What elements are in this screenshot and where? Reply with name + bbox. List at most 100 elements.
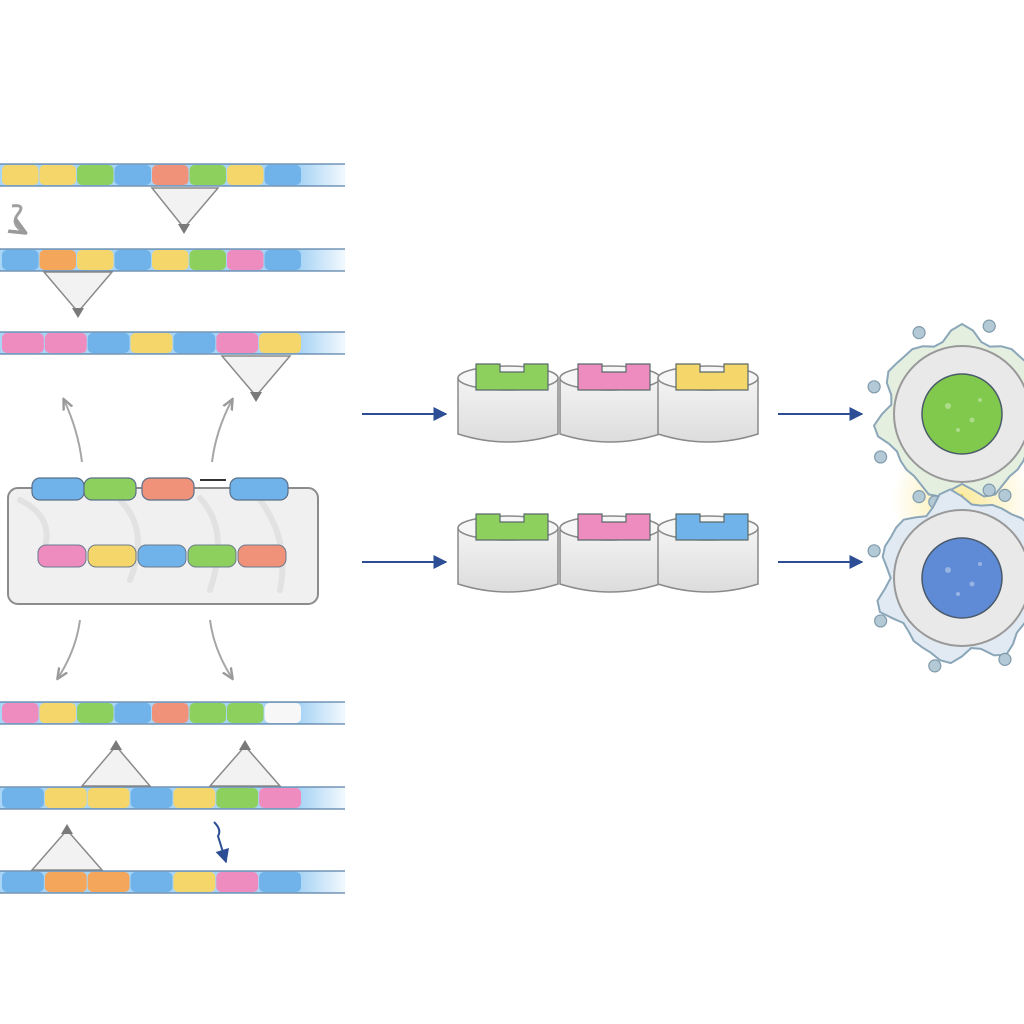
cut-site-marker — [61, 824, 73, 834]
fragment-pill — [141, 477, 195, 501]
cut-site-marker — [178, 224, 190, 234]
strand-segment — [39, 703, 76, 723]
strand-segment — [39, 250, 76, 270]
strand-segment — [39, 165, 76, 185]
top-cut-sites — [42, 187, 292, 402]
strand-segment — [259, 333, 301, 353]
cell-protrusion — [874, 614, 888, 628]
strand-fade — [300, 332, 345, 354]
strand-segment — [130, 872, 173, 892]
block — [457, 363, 559, 443]
strand-segment — [130, 333, 173, 353]
strand-segment — [264, 165, 301, 185]
strand-segment — [2, 788, 44, 808]
arrow-down-left — [58, 619, 81, 678]
cell — [867, 483, 1024, 673]
block-body — [657, 527, 759, 593]
fragment-pill — [31, 477, 85, 501]
nucleus-speck — [978, 562, 982, 566]
strand-segment — [152, 165, 189, 185]
strand-fade — [300, 249, 345, 271]
cell-protrusion — [912, 490, 926, 504]
cell-nucleus — [921, 373, 1003, 455]
strand-segment — [189, 250, 226, 270]
block-tab — [475, 513, 549, 541]
strand-segment — [2, 703, 39, 723]
strand-segment — [114, 703, 151, 723]
dna-strand — [0, 163, 345, 187]
bottom-cut-sites — [30, 740, 282, 871]
pool-texture — [17, 495, 286, 593]
strand-segment — [114, 165, 151, 185]
strand-fade — [300, 787, 345, 809]
dna-strand — [0, 786, 345, 810]
cut-site-triangle — [150, 187, 220, 230]
strand-segment — [44, 872, 87, 892]
dna-strand — [0, 870, 345, 894]
cut-site-marker — [239, 740, 251, 750]
fragment-pill — [237, 544, 287, 568]
strand-fade — [300, 164, 345, 186]
strand-segment — [264, 703, 301, 723]
dna-strand — [0, 248, 345, 272]
block-tab — [675, 363, 749, 391]
block — [559, 513, 661, 593]
block-row — [457, 363, 759, 443]
fragment-pill — [87, 544, 137, 568]
strand-segment — [189, 165, 226, 185]
cell-nucleus — [921, 537, 1003, 619]
block-row — [457, 513, 759, 593]
pool-inner-fragments — [37, 544, 287, 568]
block — [559, 363, 661, 443]
strand-segment — [87, 872, 130, 892]
block — [657, 363, 759, 443]
cut-site-triangle — [42, 271, 114, 314]
cell-protrusion — [874, 450, 888, 464]
nucleus-speck — [956, 428, 960, 432]
nucleus-speck — [956, 592, 960, 596]
strand-segment — [2, 872, 44, 892]
strand-segment — [173, 333, 216, 353]
strand-segment — [216, 788, 259, 808]
strand-segment — [130, 788, 173, 808]
down-arrow-icon — [213, 821, 229, 864]
cut-site-marker — [72, 308, 84, 318]
strand-segment — [77, 165, 114, 185]
nucleus-speck — [969, 581, 975, 587]
strand-segment — [114, 250, 151, 270]
block-body — [457, 377, 559, 443]
cell-protrusion — [982, 319, 996, 333]
fragment-pill — [83, 477, 137, 501]
cut-site-triangle — [220, 355, 292, 398]
nucleus-speck — [978, 398, 982, 402]
arrow-down-right — [209, 619, 232, 678]
strand-segment — [227, 250, 264, 270]
cut-site-triangle — [208, 744, 282, 787]
cut-site-marker — [250, 392, 262, 402]
cell-protrusion — [928, 659, 942, 673]
cell-protrusion — [998, 488, 1012, 502]
curved-arrow-icon — [12, 204, 24, 232]
strand-segment — [264, 250, 301, 270]
nucleus-speck — [945, 403, 951, 409]
block — [657, 513, 759, 593]
strand-segment — [259, 872, 301, 892]
fragment-pool — [7, 477, 319, 605]
cut-site-triangle — [80, 744, 152, 787]
strand-segment — [152, 703, 189, 723]
cell-protrusion — [867, 544, 881, 558]
cell-protrusion — [867, 380, 881, 394]
block-tab — [577, 513, 651, 541]
pool-top-fragments — [31, 477, 289, 501]
strand-segment — [152, 250, 189, 270]
cut-site-triangle — [30, 828, 104, 871]
block — [457, 513, 559, 593]
strand-segment — [189, 703, 226, 723]
cell-protrusion — [998, 652, 1012, 666]
nucleus-speck — [945, 567, 951, 573]
strand-segment — [173, 872, 216, 892]
block-tab — [675, 513, 749, 541]
strand-segment — [44, 333, 87, 353]
strand-segment — [216, 333, 259, 353]
